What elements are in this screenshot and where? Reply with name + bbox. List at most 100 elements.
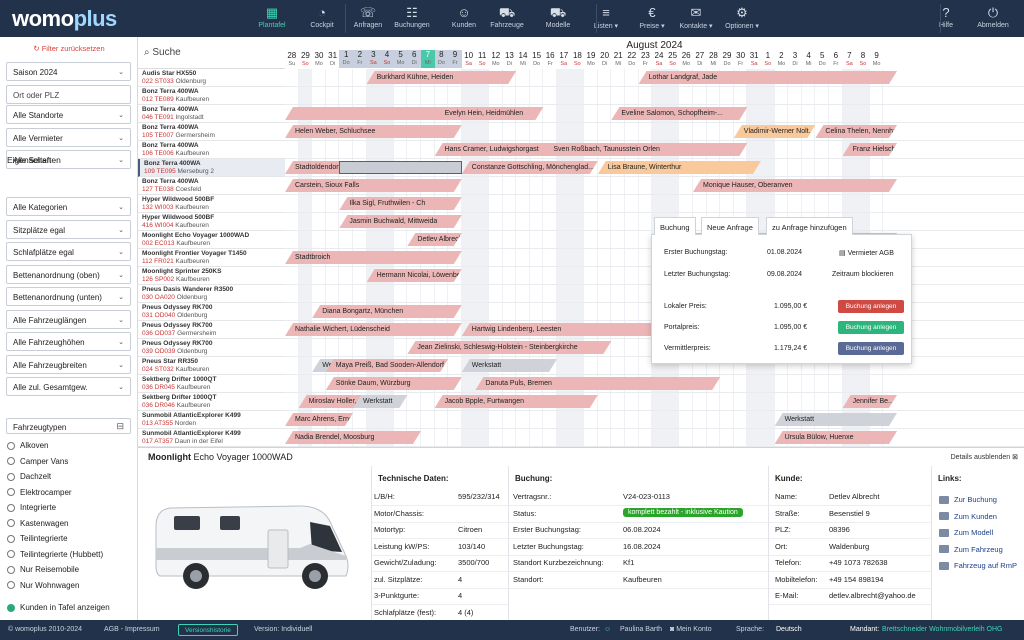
booking-bar[interactable]: Sven Roßbach, Taunusstein Orlen [543, 143, 747, 156]
filter-select[interactable]: Alle Standorte⌄ [6, 105, 131, 124]
booking-bar[interactable]: Evelyn Hein, Heidmühlen [435, 107, 544, 120]
nav-prices[interactable]: €Preise ▾ [627, 0, 677, 37]
nav-help[interactable]: ?Hilfe [921, 0, 971, 37]
details-link[interactable]: Zum Kunden [939, 512, 997, 521]
filter-select[interactable]: Alle Fahrzeughöhen⌄ [6, 332, 131, 351]
booking-bar[interactable]: Monique Hauser, Oberanven [693, 179, 897, 192]
language-value[interactable]: Deutsch [776, 626, 802, 633]
my-account-link[interactable]: ◙ Mein Konto [670, 626, 712, 633]
vehicle-type-option[interactable]: Alkoven [7, 441, 48, 450]
booking-bar[interactable]: Diana Bongartz, München [312, 305, 462, 318]
booking-bar[interactable]: Lisa Braune, Winterthur [598, 161, 761, 174]
booking-bar[interactable]: Jean Zielinski, Schleswig-Holstein - Ste… [407, 341, 611, 354]
nav-bookings[interactable]: ☷Buchungen [387, 0, 437, 37]
booking-bar[interactable]: Sönke Daum, Würzburg [326, 377, 462, 390]
client-value[interactable]: Brettschneider Wohnmobilverleih OHG [882, 626, 1003, 633]
vehicle-type-option[interactable]: Camper Vans [7, 457, 68, 466]
booking-bar[interactable]: Ursula Bülow, Huenxe [775, 431, 897, 444]
booking-bar[interactable]: Jennifer Be... [843, 395, 897, 408]
vehicle-types-header[interactable]: Fahrzeugtypen⊟ [6, 418, 131, 434]
booking-bar[interactable]: Werkstatt [353, 395, 407, 408]
booking-bar[interactable]: Celina Thelen, Nennhausen [815, 125, 897, 138]
filter-select[interactable]: Alle Fahrzeugbreiten⌄ [6, 354, 131, 374]
booking-bar[interactable]: Werkstatt [775, 413, 897, 426]
location-input[interactable]: Ort oder PLZ [6, 85, 131, 104]
booking-bar[interactable]: Constanze Gottschling, Mönchenglad... [462, 161, 598, 174]
filter-select[interactable]: Alle Vermieter⌄ [6, 127, 131, 147]
booking-bar[interactable]: Franz Hielscher, Großbottwar [843, 143, 897, 156]
booking-bar[interactable]: Werkstatt [462, 359, 557, 372]
hide-details-button[interactable]: Details ausblenden ⊠ [951, 453, 1018, 461]
booking-bar[interactable]: Jacob Bpple, Furtwangen [435, 395, 598, 408]
filter-select[interactable]: Alle Seiten⌄ [6, 150, 131, 169]
vehicle-type-option[interactable]: Integrierte [7, 503, 56, 512]
vehicle-type-option[interactable]: Nur Reisemobile [7, 565, 79, 574]
booking-bar[interactable]: Helen Weber, Schluchsee [285, 125, 462, 138]
agb-impressum-link[interactable]: AGB - Impressum [104, 626, 160, 633]
filter-select[interactable]: Bettenanordnung (oben)⌄ [6, 264, 131, 284]
filter-select[interactable]: Alle Fahrzeuglängen⌄ [6, 309, 131, 329]
nav-inquiry[interactable]: ☏Anfragen [343, 0, 393, 37]
nav-logout[interactable]: ⏻Abmelden [968, 0, 1018, 37]
nav-contacts[interactable]: ✉Kontakte ▾ [671, 0, 721, 37]
nav-models[interactable]: ⛟Modelle [533, 0, 583, 37]
booking-bar[interactable]: Stadtbroich [285, 251, 462, 264]
vehicle-search[interactable]: ⌕ Suche [138, 37, 285, 69]
filter-select[interactable]: Alle Kategorien⌄ [6, 197, 131, 216]
booking-bar[interactable]: Nathalie Wichert, Lüdenscheid [285, 323, 462, 336]
show-customers-toggle[interactable]: Kunden in Tafel anzeigen [7, 603, 110, 612]
vehicle-type-option[interactable]: Kastenwagen [7, 519, 68, 528]
search-input[interactable]: ⌕ Suche [144, 47, 181, 58]
create-booking-agent-button[interactable]: Buchung anlegen [838, 342, 904, 355]
filter-select[interactable]: Alle zul. Gesamtgew.⌄ [6, 377, 131, 396]
booking-bar[interactable] [285, 107, 462, 120]
season-select[interactable]: Saison 2024⌄ [6, 62, 131, 81]
